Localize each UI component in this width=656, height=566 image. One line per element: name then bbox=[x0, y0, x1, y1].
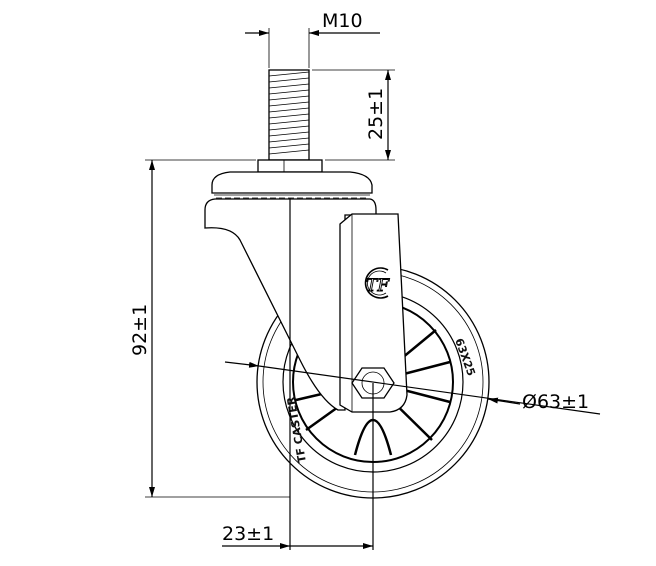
stem-length-label: 25±1 bbox=[365, 88, 387, 140]
dimension-stem-length: 25±1 bbox=[312, 69, 395, 161]
tf-logo: TF bbox=[364, 267, 391, 299]
thread-label: M10 bbox=[322, 10, 363, 32]
wheel-diameter-label: Ø63±1 bbox=[522, 391, 589, 413]
threaded-stem bbox=[268, 69, 310, 161]
dimension-total-height: 92±1 bbox=[129, 159, 290, 498]
logo-text: TF bbox=[366, 276, 390, 296]
dimension-thread: M10 bbox=[245, 10, 380, 68]
dimension-wheel-diameter: Ø63±1 bbox=[224, 361, 601, 415]
dimension-offset: 23±1 bbox=[222, 523, 373, 549]
total-height-label: 92±1 bbox=[129, 304, 151, 356]
offset-label: 23±1 bbox=[222, 523, 274, 545]
fork-leg bbox=[339, 213, 408, 413]
